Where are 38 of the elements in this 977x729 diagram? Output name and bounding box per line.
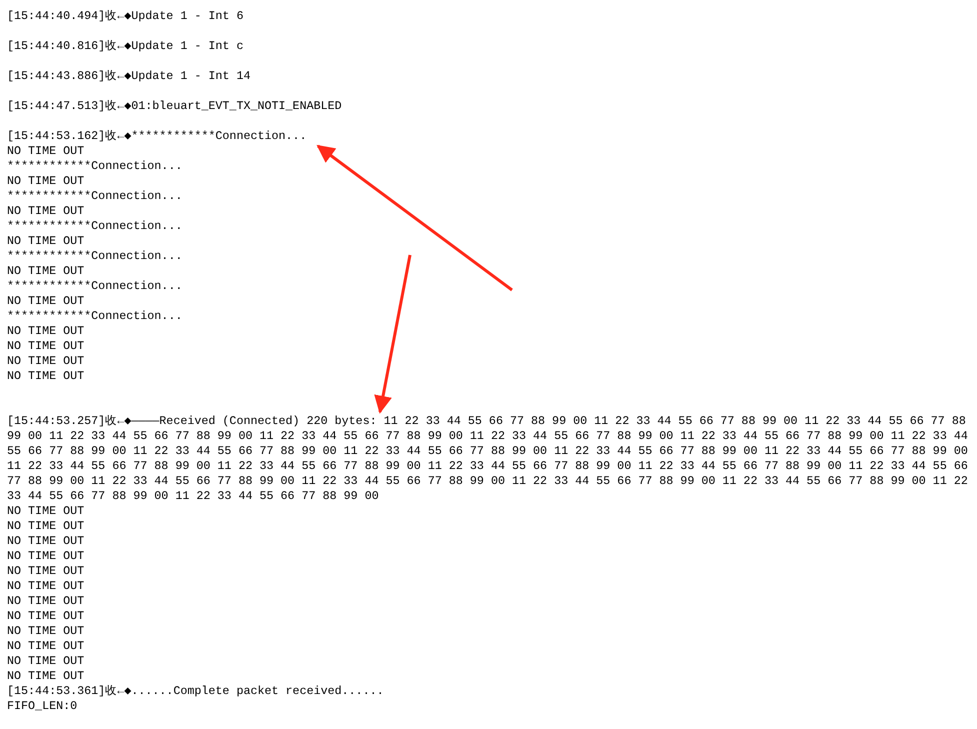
log-line: [15:44:40.494]收←◆Update 1 - Int 6 (7, 9, 244, 24)
log-line: NO TIME OUT (7, 579, 84, 594)
log-line: NO TIME OUT (7, 339, 84, 354)
log-line: [15:44:53.257]收←◆————Received (Connected) 220 bytes: 11 22 33 44 55 66 77 88 99 00 11 22 33 44 55 66 77 88 99 00 11 22 33 44 55 66 77 88 99 00 11 22 33 44 55 66 77 88 99 00 11 22 33 44 55 66 77 88 99 00 11 22 33 44 55 66 77 88 99 00 11 22 33 44 55 66 77 88 99 00 11 22 33 44 55 66 77 88 99 00 11 22 33 44 55 66 77 88 99 00 11 22 33 44 55 66 77 88 99 00 11 22 33 44 55 66 77 88 99 00 11 22 33 44 55 66 77 88 99 00 11 22 33 44 55 66 77 88 99 00 11 22 33 44 55 66 77 88 99 00 11 22 33 44 55 66 77 88 99 00 11 22 33 44 55 66 77 88 99 00 11 22 33 44 55 66 77 88 99 00 11 22 33 44 55 66 77 88 99 00 11 22 33 44 55 66 77 88 99 00 11 22 33 44 55 66 77 88 99 00 11 22 33 44 55 66 77 88 99 00 11 22 33 44 55 66 77 88 99 00 11 22 33 44 55 66 77 88 99 00 (7, 414, 969, 504)
log-line: [15:44:40.816]收←◆Update 1 - Int c (7, 39, 244, 54)
log-line: ************Connection... (7, 219, 182, 234)
arrow (374, 254, 412, 414)
log-line: NO TIME OUT (7, 609, 84, 624)
log-line: NO TIME OUT (7, 549, 84, 564)
log-line: NO TIME OUT (7, 504, 84, 519)
log-line: NO TIME OUT (7, 594, 84, 609)
log-line: NO TIME OUT (7, 369, 84, 384)
log-line: ************Connection... (7, 279, 182, 294)
log-line: NO TIME OUT (7, 639, 84, 654)
log-line: FIFO_LEN:0 (7, 699, 78, 714)
log-line: ************Connection... (7, 189, 182, 204)
log-line: [15:44:47.513]收←◆01:bleuart_EVT_TX_NOTI_ENABLED (7, 99, 342, 114)
log-line: NO TIME OUT (7, 294, 84, 309)
log-line: NO TIME OUT (7, 354, 84, 369)
log-line: NO TIME OUT (7, 669, 84, 684)
log-line: NO TIME OUT (7, 624, 84, 639)
log-line: NO TIME OUT (7, 654, 84, 669)
log-line: [15:44:53.361]收←◆......Complete packet received...... (7, 684, 384, 699)
log-line: NO TIME OUT (7, 519, 84, 534)
log-line: NO TIME OUT (7, 234, 84, 249)
log-line: ************Connection... (7, 309, 182, 324)
log-line: [15:44:43.886]收←◆Update 1 - Int 14 (7, 69, 250, 84)
log-line: NO TIME OUT (7, 534, 84, 549)
log-line: ************Connection... (7, 159, 182, 174)
log-line: NO TIME OUT (7, 564, 84, 579)
log-line: NO TIME OUT (7, 144, 84, 159)
log-line: ************Connection... (7, 249, 182, 264)
log-line: NO TIME OUT (7, 204, 84, 219)
log-line: NO TIME OUT (7, 174, 84, 189)
log-line: NO TIME OUT (7, 324, 84, 339)
log-line: NO TIME OUT (7, 264, 84, 279)
arrow (316, 144, 513, 292)
log-line: [15:44:53.162]收←◆************Connection... (7, 129, 307, 144)
